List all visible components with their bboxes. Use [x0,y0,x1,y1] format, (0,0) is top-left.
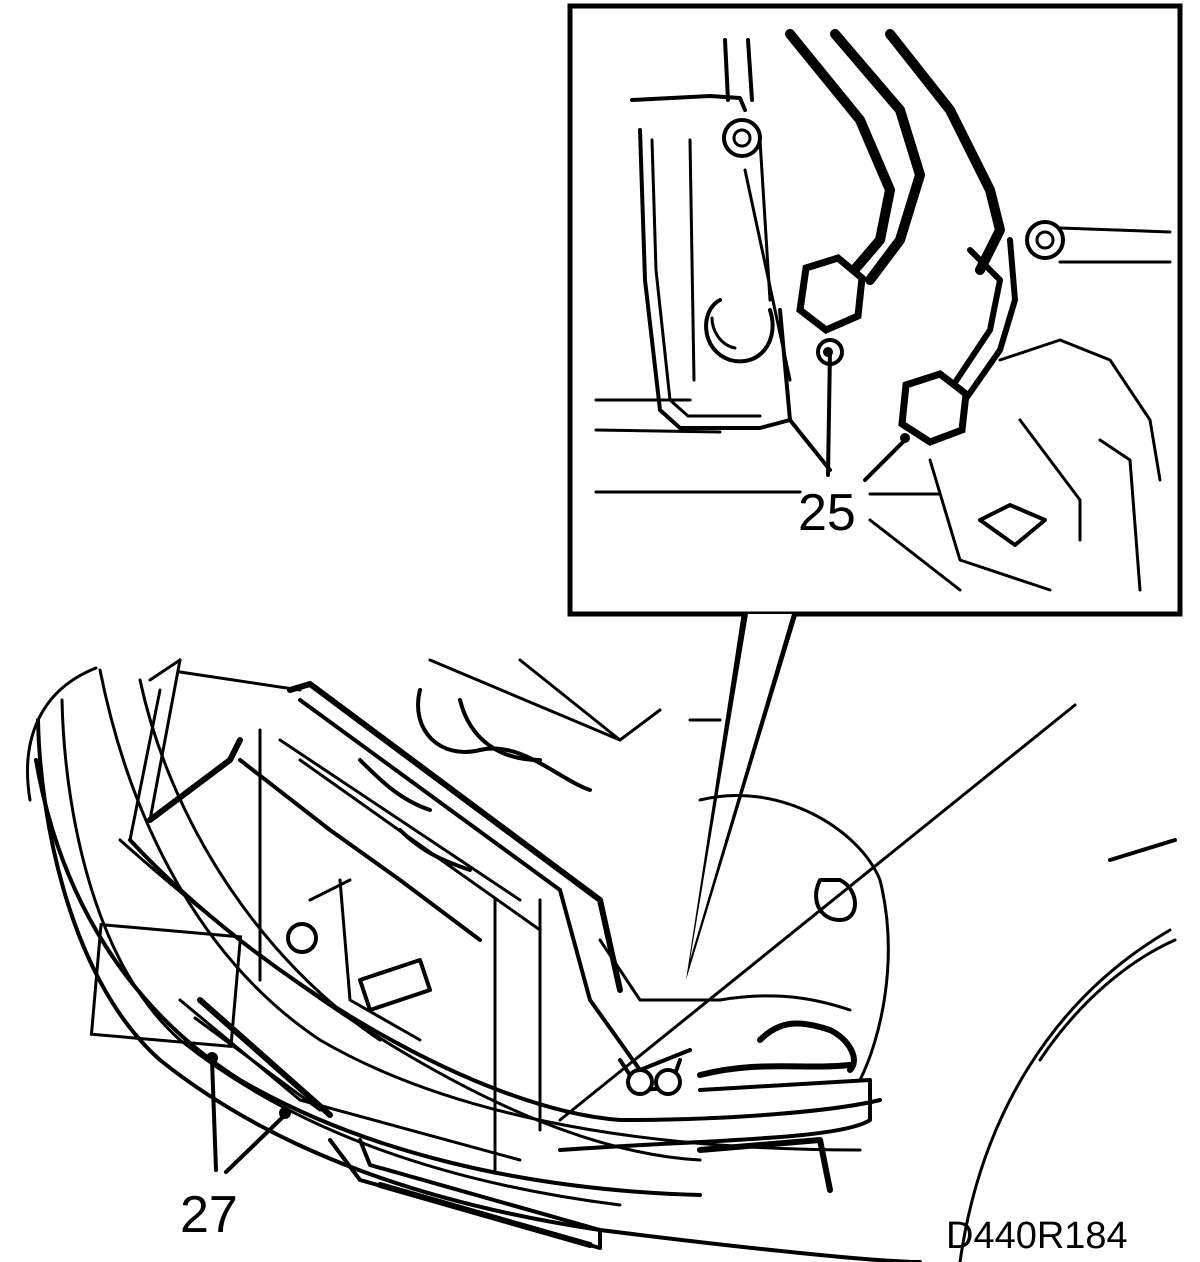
license-plate-area [89,923,243,1049]
bolt-right [1025,220,1065,260]
bolt-top-left [722,118,762,158]
callout-25: 25 [798,484,856,542]
main-view: 27 [26,658,1177,1262]
callout-27: 27 [180,1186,238,1244]
inset-artwork [594,29,1172,592]
union-nut-lower [898,370,970,446]
inset-frame [567,3,1183,617]
grille-knob [286,922,318,954]
union-nut-upper [796,254,866,335]
inset-detail: 25 [567,3,1183,617]
figure-code: D440R184 [946,1215,1128,1257]
